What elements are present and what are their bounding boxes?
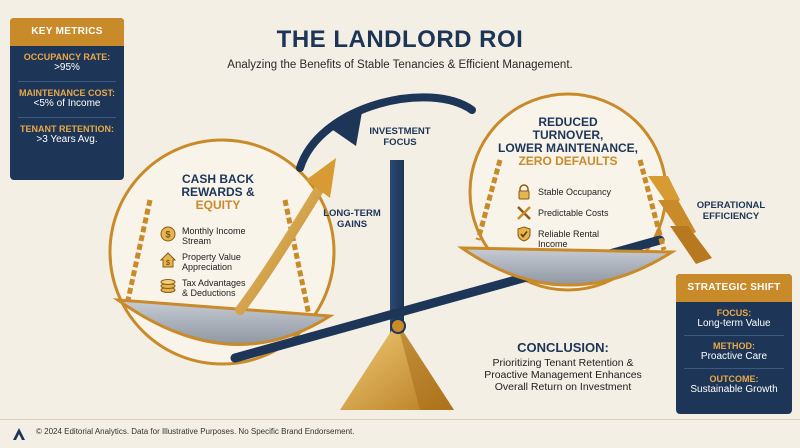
strategic-shift-panel: STRATEGIC SHIFT FOCUS: Long-term Value M…	[676, 274, 792, 414]
shield-check-icon	[516, 226, 532, 242]
shift-value: Sustainable Growth	[690, 384, 778, 395]
metric-label: MAINTENANCE COST:	[19, 88, 115, 98]
arc-arrowhead	[330, 112, 362, 146]
lock-icon	[516, 184, 532, 200]
item-line: Monthly Income	[182, 226, 246, 236]
investment-arc	[296, 93, 476, 172]
shift-label: OUTCOME:	[709, 374, 759, 384]
item-line: & Deductions	[182, 288, 236, 298]
label-line: LONG-TERM	[323, 208, 381, 219]
svg-text:$: $	[165, 230, 170, 240]
a-logo-icon	[12, 427, 26, 441]
key-metrics-panel: KEY METRICS OCCUPANCY RATE: >95% MAINTEN…	[10, 18, 124, 180]
item-line: Appreciation	[182, 262, 233, 272]
long-term-gains-label: LONG-TERM GAINS	[312, 208, 392, 230]
svg-text:$: $	[166, 260, 170, 267]
label-line: OPERATIONAL	[696, 200, 766, 211]
right-title-line: ZERO DEFAULTS	[518, 154, 618, 168]
shift-label: METHOD:	[713, 341, 755, 351]
conclusion: CONCLUSION: Prioritizing Tenant Retentio…	[458, 340, 668, 393]
item-line: Tax Advantages	[182, 278, 246, 288]
coin-stack-icon	[160, 278, 176, 294]
shift-label: FOCUS:	[716, 308, 752, 318]
operational-efficiency-label: OPERATIONAL EFFICIENCY	[686, 200, 776, 222]
metric-value: >3 Years Avg.	[36, 134, 98, 145]
list-item: Tax Advantages& Deductions	[160, 278, 270, 298]
right-chain-1	[475, 159, 503, 241]
metric-value: >95%	[54, 62, 80, 73]
item-line: Predictable Costs	[538, 208, 609, 218]
right-title-line: TURNOVER,	[532, 128, 604, 142]
label-line: FOCUS	[383, 137, 417, 148]
conclusion-line: Overall Return on Investment	[494, 381, 632, 393]
gains-arrowhead	[306, 158, 336, 198]
label-line: INVESTMENT	[369, 126, 431, 137]
right-title-line: LOWER MAINTENANCE,	[498, 141, 638, 155]
right-title-line: REDUCED	[538, 115, 598, 129]
investment-focus-label: INVESTMENT FOCUS	[362, 126, 438, 148]
right-chain-2	[637, 159, 667, 251]
left-chain-1	[125, 199, 153, 301]
left-pan-title: CASH BACK REWARDS & EQUITY	[158, 173, 278, 212]
right-bowl	[457, 246, 678, 287]
left-title-line: EQUITY	[195, 198, 241, 212]
item-line: Property Value	[182, 252, 241, 262]
label-line: GAINS	[336, 219, 368, 230]
tools-icon	[516, 205, 532, 221]
metric-value: <5% of Income	[33, 98, 101, 109]
item-line: Income	[538, 239, 568, 249]
page-subtitle: Analyzing the Benefits of Stable Tenanci…	[227, 59, 573, 71]
right-pan-title: REDUCED TURNOVER, LOWER MAINTENANCE, ZER…	[488, 116, 648, 168]
footer-text: © 2024 Editorial Analytics. Data for Ill…	[36, 427, 355, 436]
left-bowl	[112, 298, 335, 346]
metric-label: OCCUPANCY RATE:	[23, 52, 111, 62]
conclusion-line: Prioritizing Tenant Retention &	[492, 357, 634, 369]
key-metrics-heading: KEY METRICS	[10, 18, 124, 46]
shift-value: Long-term Value	[697, 318, 771, 329]
conclusion-heading: CONCLUSION:	[517, 340, 609, 355]
coin-icon: $	[160, 226, 176, 242]
left-title-line: CASH BACK	[182, 172, 254, 186]
efficiency-arrow-3	[670, 226, 712, 264]
item-line: Reliable Rental	[538, 229, 600, 239]
footer: © 2024 Editorial Analytics. Data for Ill…	[0, 419, 800, 448]
shift-value: Proactive Care	[700, 351, 768, 362]
item-line: Stable Occupancy	[538, 187, 612, 197]
house-dollar-icon: $	[159, 252, 177, 268]
pivot	[390, 318, 406, 334]
strategic-shift-heading: STRATEGIC SHIFT	[676, 274, 792, 302]
label-line: EFFICIENCY	[702, 211, 760, 222]
right-pan-items: Stable Occupancy Predictable Costs Relia…	[516, 184, 636, 249]
left-chain-2	[282, 199, 313, 321]
gains-arrow	[235, 183, 325, 315]
scale-post	[390, 160, 404, 340]
metric-label: TENANT RETENTION:	[20, 124, 114, 134]
left-title-line: REWARDS &	[181, 185, 255, 199]
item-line: Stream	[182, 236, 212, 246]
conclusion-line: Proactive Management Enhances	[484, 369, 642, 381]
list-item: Stable Occupancy	[516, 184, 636, 200]
list-item: Predictable Costs	[516, 205, 636, 221]
page-title: THE LANDLORD ROI	[276, 26, 524, 53]
